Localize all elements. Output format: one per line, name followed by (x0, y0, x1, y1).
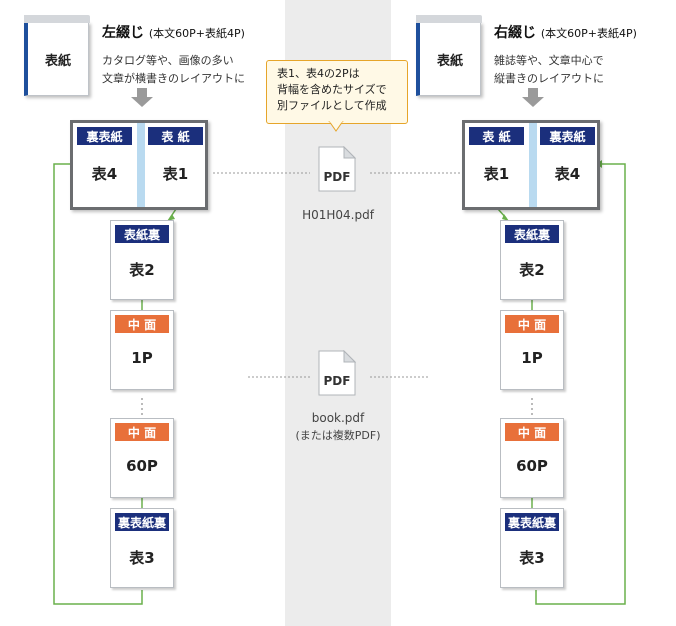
left-title-note: (本文60P+表紙4P) (148, 27, 245, 40)
left-spread-front: 表 紙 表1 (146, 125, 205, 205)
cover-pdf-icon: PDF (318, 145, 357, 192)
right-title-text: 右綴じ (494, 25, 536, 41)
note-line2: 背幅を含めたサイズで (277, 83, 387, 96)
callout-pointer (328, 121, 344, 132)
right-description: 雑誌等や、文章中心で 縦書きのレイアウトに (494, 52, 604, 88)
left-page-inside-front: 表紙裏 表2 (110, 220, 174, 300)
right-desc-line2: 縦書きのレイアウトに (494, 72, 604, 85)
right-spread-front-tag: 表 紙 (469, 127, 524, 145)
right-page-inside-front-tag: 表紙裏 (505, 225, 559, 243)
right-spread-front-page: 表1 (483, 165, 510, 183)
left-book-illustration: 表紙 (24, 15, 90, 96)
right-cover-spread: 表 紙 表1 裏表紙 表4 (462, 120, 600, 210)
right-page-body-last: 中 面 60P (500, 418, 564, 498)
left-page-inside-back-tag: 裏表紙裏 (115, 513, 169, 531)
right-page-inside-back-tag: 裏表紙裏 (505, 513, 559, 531)
left-page-body-last-label: 60P (126, 457, 158, 475)
right-spread-front: 表 紙 表1 (467, 125, 526, 205)
right-page-body-first-label: 1P (521, 349, 543, 367)
right-spread-back-tag: 裏表紙 (540, 127, 595, 145)
right-binding-title: 右綴じ (本文60P+表紙4P) (494, 22, 637, 42)
left-page-inside-front-label: 表2 (129, 261, 155, 279)
right-page-inside-front-label: 表2 (519, 261, 545, 279)
left-page-body-last-tag: 中 面 (115, 423, 169, 441)
left-spread-front-tag: 表 紙 (148, 127, 203, 145)
left-page-body-first: 中 面 1P (110, 310, 174, 390)
left-page-inside-back: 裏表紙裏 表3 (110, 508, 174, 588)
right-page-body-last-label: 60P (516, 457, 548, 475)
left-spread-back-tag: 裏表紙 (77, 127, 132, 145)
right-book-label: 表紙 (436, 53, 463, 69)
body-pdf-icon-label: PDF (323, 374, 351, 388)
left-page-body-first-tag: 中 面 (115, 315, 169, 333)
left-page-body-first-label: 1P (131, 349, 153, 367)
left-spread-back-page: 表4 (91, 165, 118, 183)
spine-note-callout: 表1、表4の2Pは 背幅を含めたサイズで 別ファイルとして作成 (266, 60, 408, 124)
right-desc-line1: 雑誌等や、文章中心で (494, 54, 604, 67)
right-page-body-first-tag: 中 面 (505, 315, 559, 333)
right-page-inside-back: 裏表紙裏 表3 (500, 508, 564, 588)
note-line1: 表1、表4の2Pは (277, 67, 360, 80)
left-desc-line1: カタログ等や、画像の多い (102, 54, 234, 67)
left-book-label: 表紙 (44, 53, 71, 69)
body-pdf-icon: PDF (318, 349, 357, 396)
left-desc-line2: 文章が横書きのレイアウトに (102, 72, 245, 85)
right-page-body-first: 中 面 1P (500, 310, 564, 390)
left-page-inside-back-label: 表3 (129, 549, 155, 567)
right-book-illustration: 表紙 (416, 15, 482, 96)
left-page-inside-front-tag: 表紙裏 (115, 225, 169, 243)
right-page-body-last-tag: 中 面 (505, 423, 559, 441)
right-spread-spine (529, 123, 537, 207)
left-page-body-last: 中 面 60P (110, 418, 174, 498)
right-title-note: (本文60P+表紙4P) (540, 27, 637, 40)
left-spread-front-page: 表1 (162, 165, 189, 183)
right-page-inside-back-label: 表3 (519, 549, 545, 567)
left-title-text: 左綴じ (102, 25, 144, 41)
body-pdf-filename: book.pdf (311, 411, 365, 425)
right-spread-back: 裏表紙 表4 (538, 125, 597, 205)
left-spread-spine (137, 123, 145, 207)
right-page-inside-front: 表紙裏 表2 (500, 220, 564, 300)
left-description: カタログ等や、画像の多い 文章が横書きのレイアウトに (102, 52, 245, 88)
left-spread-back: 裏表紙 表4 (75, 125, 134, 205)
cover-pdf-filename: H01H04.pdf (302, 208, 374, 222)
left-cover-spread: 裏表紙 表4 表 紙 表1 (70, 120, 208, 210)
right-spread-back-page: 表4 (554, 165, 581, 183)
note-line3: 別ファイルとして作成 (277, 99, 387, 112)
body-pdf-note: (または複数PDF) (295, 429, 381, 442)
left-binding-title: 左綴じ (本文60P+表紙4P) (102, 22, 245, 42)
cover-pdf-icon-label: PDF (323, 170, 351, 184)
